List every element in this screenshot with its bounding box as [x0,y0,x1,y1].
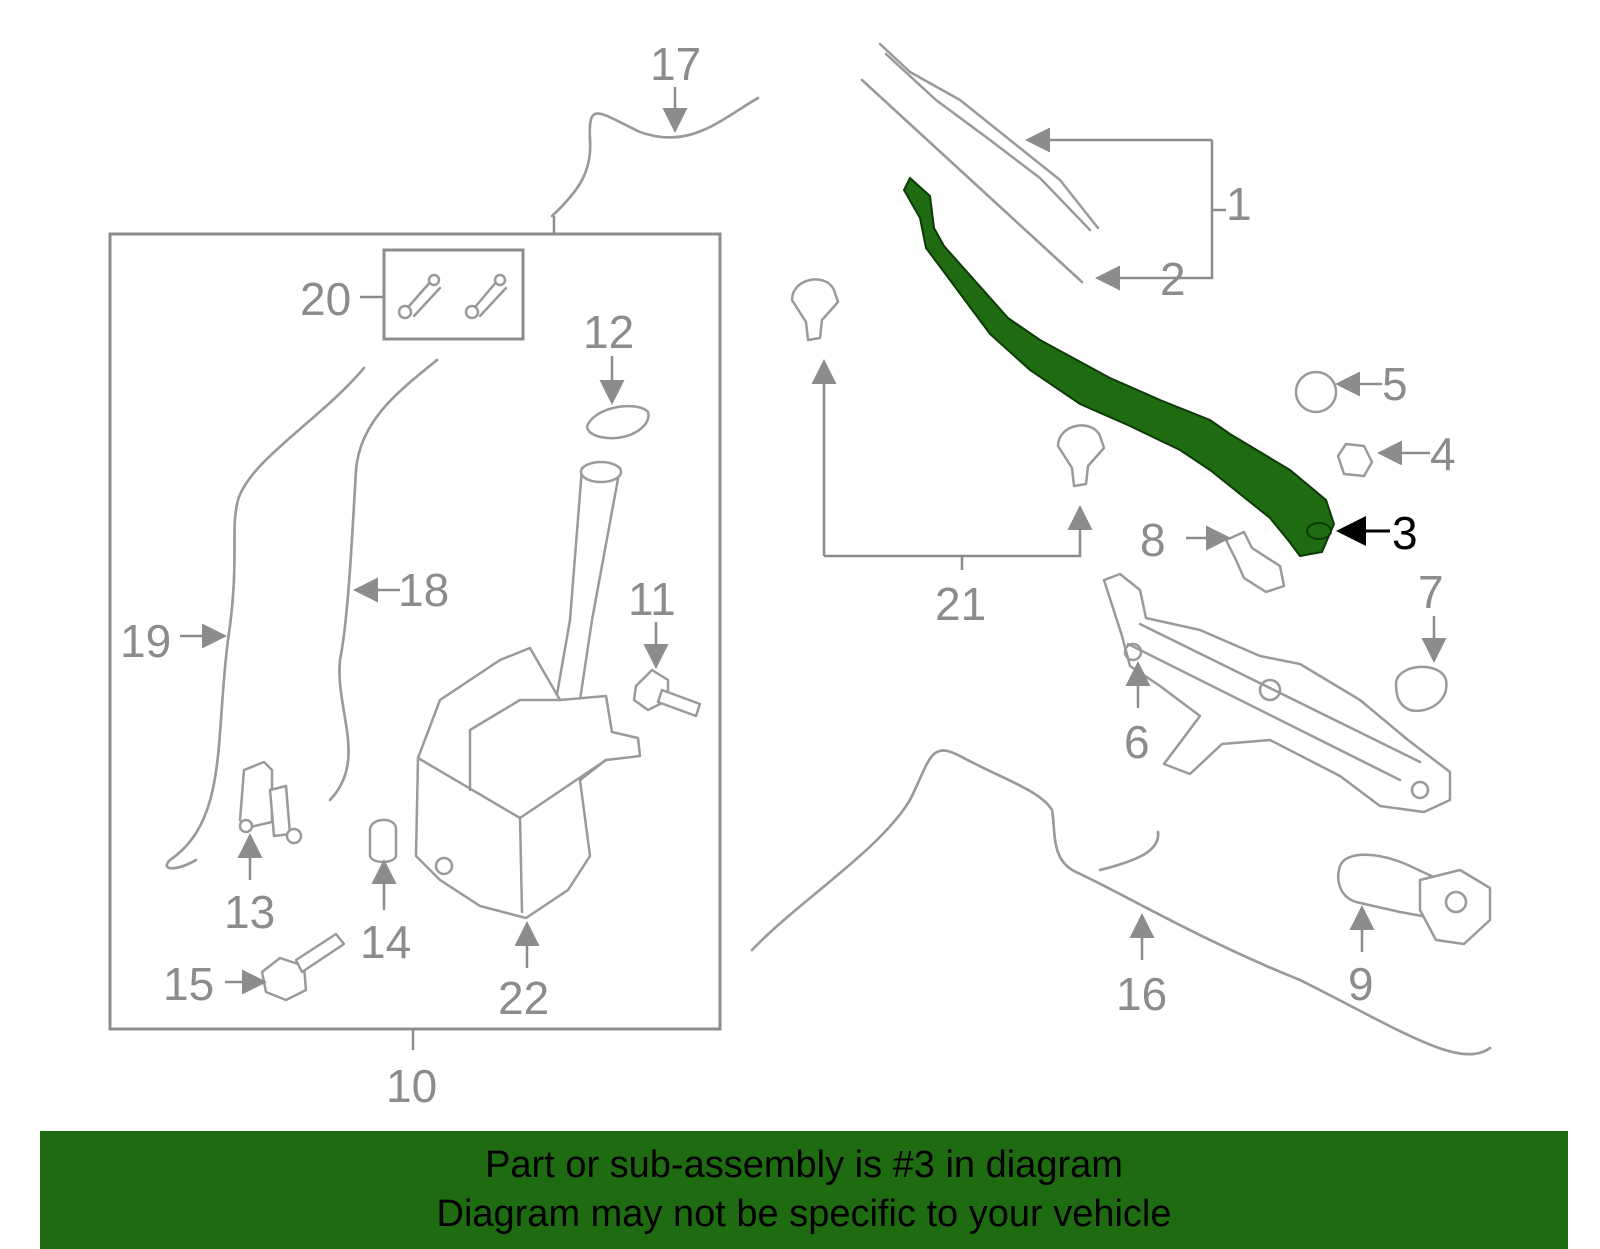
nut-4 [1336,442,1374,478]
callout-14: 14 [360,916,411,968]
callout-8: 8 [1140,514,1166,566]
callout-10: 10 [386,1060,437,1112]
callout-13: 13 [224,886,275,938]
callout-4: 4 [1430,428,1456,480]
callout-11: 11 [628,573,676,625]
callout-9: 9 [1348,958,1374,1010]
washer-nozzle-21 [790,278,1106,488]
callout-12: 12 [583,306,634,358]
callout-18: 18 [398,564,449,616]
wiper-linkage-6 [1102,572,1452,814]
callout-19: 19 [120,615,171,667]
callout-22: 22 [498,972,549,1024]
callout-15: 15 [163,958,214,1010]
washer-reservoir-22 [414,460,642,920]
callout-20: 20 [300,273,351,325]
callout-1: 1 [1226,178,1252,230]
callout-2: 2 [1160,253,1186,305]
grommet-14 [368,818,398,864]
callout-5: 5 [1382,358,1408,410]
callout-21: 21 [935,578,986,630]
callout-7: 7 [1418,566,1444,618]
nozzle-box-20 [382,248,525,341]
hose-17 [550,96,760,218]
callout-17: 17 [650,38,701,90]
callout-6: 6 [1124,716,1150,768]
washer-pump-13 [238,760,303,845]
washer-assembly-box [108,232,722,1031]
callout-16: 16 [1116,968,1167,1020]
banner-line-1: Part or sub-assembly is #3 in diagram [485,1144,1123,1186]
nut-7 [1394,665,1448,713]
info-banner: Part or sub-assembly is #3 in diagram Di… [40,1131,1568,1249]
callout-3: 3 [1392,507,1418,559]
cap-12 [586,404,650,440]
banner-line-2: Diagram may not be specific to your vehi… [436,1193,1172,1235]
bolt-11 [632,668,702,718]
wiper-blade-1 [860,42,1100,284]
bracket-8 [1224,530,1286,594]
wiper-motor-9 [1337,853,1492,946]
wiper-arm-3[interactable] [902,176,1336,558]
cap-5 [1294,370,1338,414]
bolt-15 [260,932,346,1002]
